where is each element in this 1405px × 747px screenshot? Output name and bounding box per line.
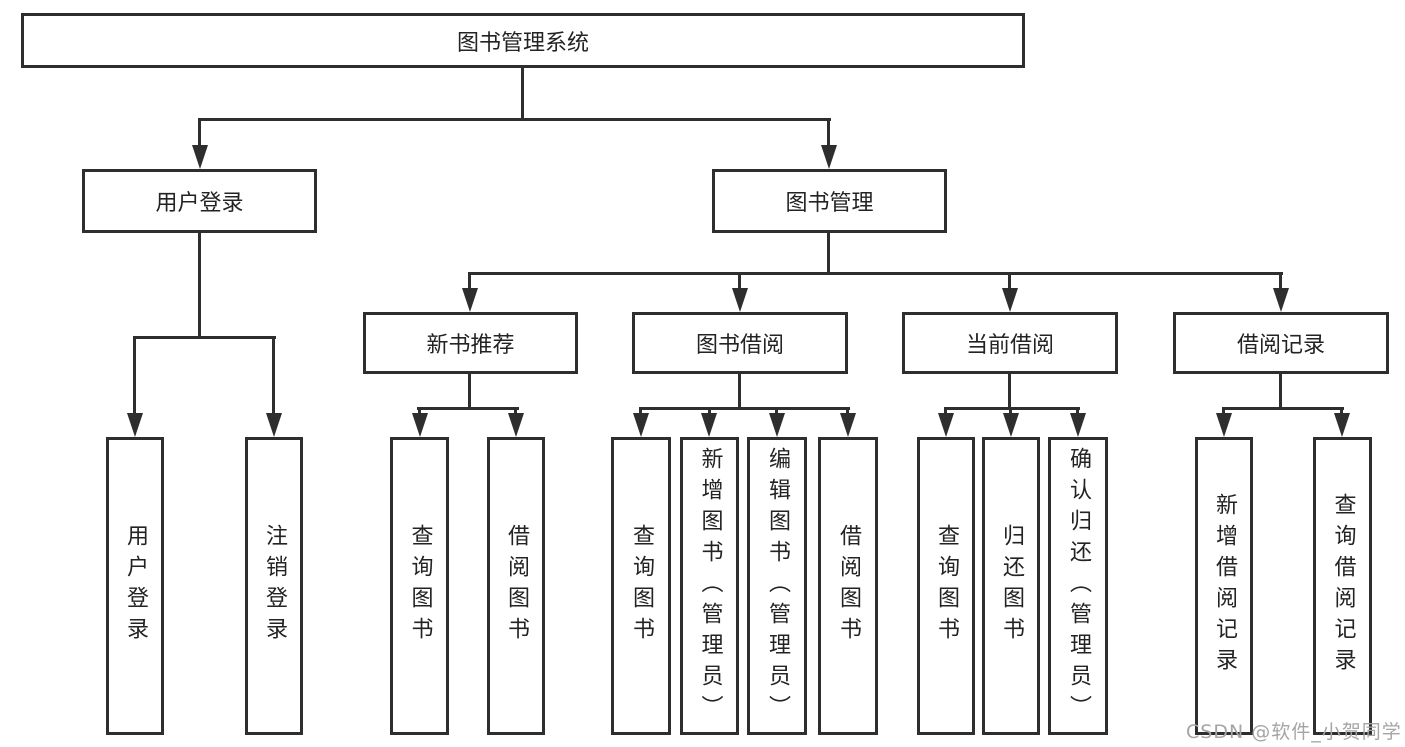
arrow-down-icon [1273, 288, 1289, 312]
arrow-down-icon [508, 413, 524, 437]
arrow-down-icon [633, 413, 649, 437]
csdn-watermark: CSDN @软件_小贺同学 [1186, 721, 1402, 743]
arrow-down-icon [840, 413, 856, 437]
leaf-bb-query-books: 查询图书 [611, 437, 671, 735]
connector-drop-user-login [198, 118, 201, 147]
arrow-down-icon [412, 413, 428, 437]
connector-group-rail [944, 407, 1080, 410]
leaf-cb-query-books: 查询图书 [917, 437, 975, 735]
leaf-cb-confirm-return-admin: 确认归还（管理员） [1048, 437, 1108, 735]
connector-book-management-stem [827, 233, 830, 275]
leaf-bb-add-books-admin: 新增图书（管理员） [680, 437, 739, 735]
connector-drop-leaf [846, 407, 849, 417]
connector-drop-borrow-records [1279, 272, 1282, 290]
connector-group-rail [1222, 407, 1344, 410]
connector-drop-leaf [708, 407, 711, 417]
node-book-management: 图书管理 [712, 169, 947, 233]
connector-drop-leaf [272, 336, 275, 417]
arrow-down-icon [1003, 413, 1019, 437]
arrow-down-icon [1216, 413, 1232, 437]
connector-group-rail [639, 407, 850, 410]
connector-drop-current-borrow [1008, 272, 1011, 290]
arrow-down-icon [701, 413, 717, 437]
leaf-br-add-record: 新增借阅记录 [1195, 437, 1253, 735]
connector-drop-leaf [639, 407, 642, 417]
connector-drop-leaf [133, 336, 136, 417]
connector-group-stem [738, 374, 741, 410]
connector-user-login-rail [133, 336, 276, 339]
arrow-down-icon [1002, 288, 1018, 312]
connector-drop-book-borrow [738, 272, 741, 290]
connector-group-stem [1279, 374, 1282, 410]
arrow-down-icon [732, 288, 748, 312]
connector-drop-leaf [775, 407, 778, 417]
connector-drop-leaf [1009, 407, 1012, 417]
connector-drop-leaf [944, 407, 947, 417]
connector-drop-leaf [1076, 407, 1079, 417]
arrow-down-icon [192, 145, 208, 169]
leaf-nb-query-books: 查询图书 [390, 437, 449, 735]
connector-group-rail [417, 407, 519, 410]
leaf-br-query-record: 查询借阅记录 [1313, 437, 1372, 735]
node-library-system: 图书管理系统 [21, 13, 1025, 68]
connector-user-login-stem [198, 233, 201, 336]
leaf-bb-edit-books-admin: 编辑图书（管理员） [747, 437, 807, 735]
connector-drop-leaf [1340, 407, 1343, 417]
connector-drop-book-management [827, 118, 830, 147]
connector-drop-leaf [418, 407, 421, 417]
arrow-down-icon [462, 288, 478, 312]
leaf-nb-borrow-books: 借阅图书 [487, 437, 545, 735]
connector-group-stem [468, 374, 471, 410]
leaf-logout: 注销登录 [245, 437, 303, 735]
node-borrow-records: 借阅记录 [1173, 312, 1389, 374]
leaf-user-login: 用户登录 [106, 437, 164, 735]
node-book-borrow: 图书借阅 [632, 312, 848, 374]
arrow-down-icon [821, 145, 837, 169]
leaf-cb-return-books: 归还图书 [982, 437, 1040, 735]
connector-drop-leaf [1222, 407, 1225, 417]
node-new-book-recommend: 新书推荐 [363, 312, 578, 374]
node-current-borrow: 当前借阅 [902, 312, 1118, 374]
leaf-bb-borrow-books: 借阅图书 [818, 437, 878, 735]
arrow-down-icon [769, 413, 785, 437]
arrow-down-icon [938, 413, 954, 437]
arrow-down-icon [1334, 413, 1350, 437]
node-user-login: 用户登录 [82, 169, 317, 233]
connector-drop-new-book [468, 272, 471, 290]
connector-drop-leaf [514, 407, 517, 417]
arrow-down-icon [266, 413, 282, 437]
connector-group-stem [1008, 374, 1011, 410]
arrow-down-icon [127, 413, 143, 437]
connector-level3-rail [468, 272, 1283, 275]
arrow-down-icon [1070, 413, 1086, 437]
connector-root-stem [521, 68, 524, 118]
connector-level2-rail [198, 118, 831, 121]
